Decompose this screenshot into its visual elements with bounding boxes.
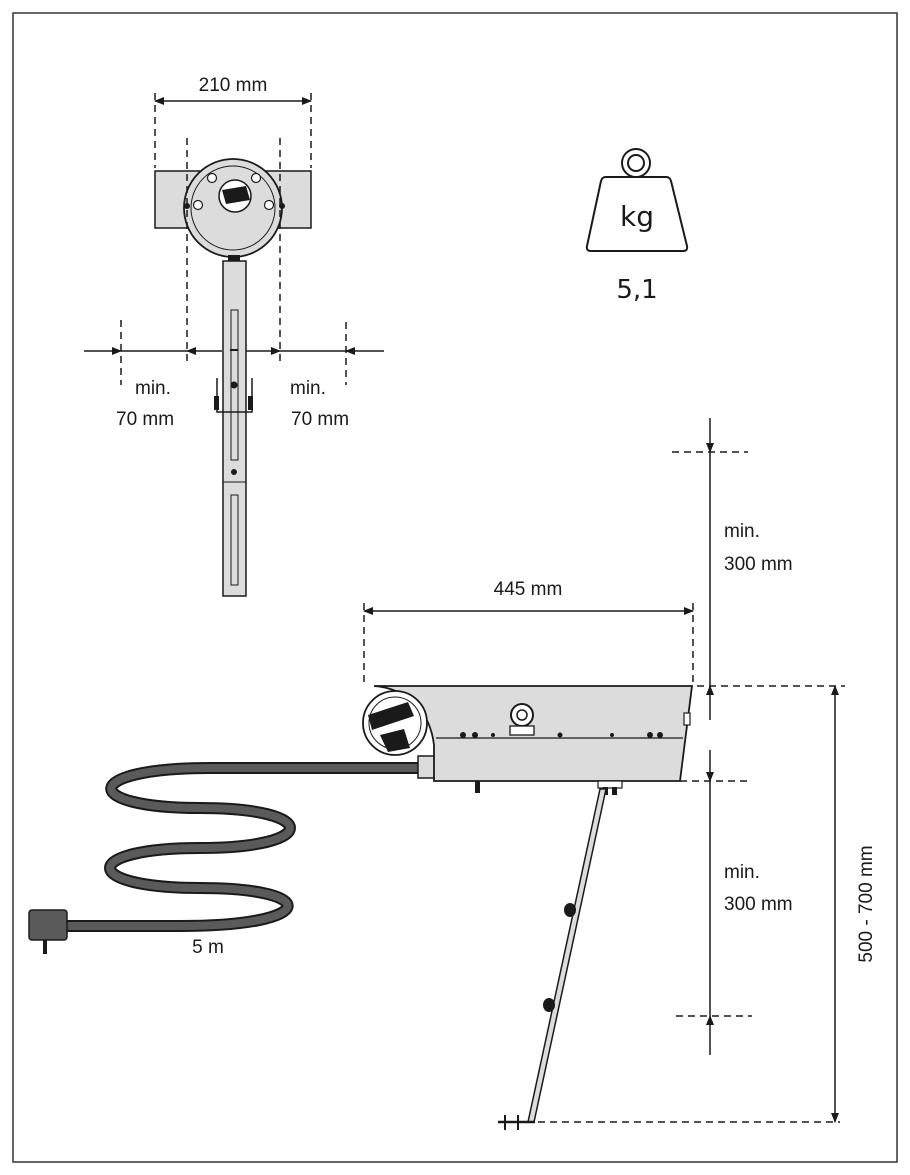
right-clearance-min: min.: [290, 378, 326, 399]
weight-value: 5,1: [616, 275, 657, 305]
side-view: 445 mm min. 300 mm min. 300 mm 500 - 700…: [28, 418, 877, 1130]
mount-height-label: 500 - 700 mm: [856, 845, 877, 962]
support-pole: [527, 788, 607, 1123]
weight-unit: kg: [620, 200, 654, 233]
front-view: 210 mm min. 70 mm min. 70 mm: [84, 75, 384, 597]
front-pole: [222, 260, 247, 597]
front-width-label: 210 mm: [199, 75, 268, 96]
left-clearance-value: 70 mm: [116, 409, 174, 430]
heater-endcap: [362, 690, 428, 756]
top-clearance-min: min.: [724, 521, 760, 542]
right-clearance-value: 70 mm: [291, 409, 349, 430]
top-clearance-value: 300 mm: [724, 554, 793, 575]
bottom-clearance-value: 300 mm: [724, 894, 793, 915]
power-cable: [59, 762, 426, 932]
cable-length-label: 5 m: [192, 937, 224, 958]
bottom-clearance-min: min.: [724, 862, 760, 883]
page-border: [12, 12, 898, 1163]
weight-icon: kg: [585, 148, 689, 252]
length-label: 445 mm: [494, 579, 563, 600]
left-clearance-min: min.: [135, 378, 171, 399]
power-plug: [28, 909, 68, 941]
